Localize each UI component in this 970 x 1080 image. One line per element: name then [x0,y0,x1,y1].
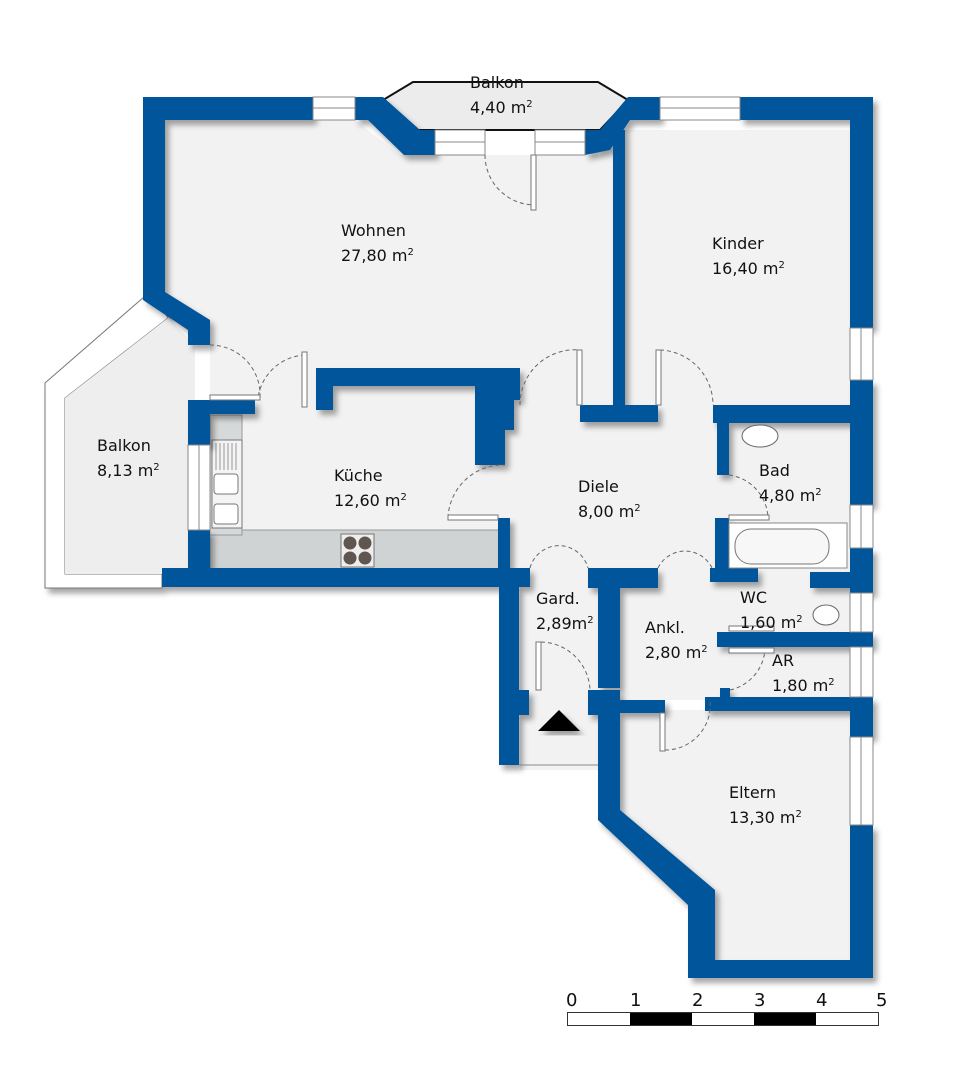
room-area: 4,80 m2 [759,486,822,505]
room-label-balkon-top: Balkon 4,40 m2 [470,72,533,119]
room-area: 2,80 m2 [645,643,708,662]
room-label-kueche: Küche 12,60 m2 [334,465,407,512]
scale-tick: 3 [754,990,766,1011]
room-name: Balkon [97,436,151,455]
washbasin-icon [741,424,779,448]
entrance-arrow-icon [519,710,598,766]
room-label-eltern: Eltern 13,30 m2 [729,782,802,829]
room-area: 2,89m2 [536,614,594,633]
room-label-ar: AR 1,80 m2 [772,650,835,697]
scale-segment [692,1013,754,1025]
room-label-wohnen: Wohnen 27,80 m2 [341,220,414,267]
hob-icon [340,533,375,568]
room-name: AR [772,651,795,670]
room-name: Diele [578,477,619,496]
room-area: 4,40 m2 [470,98,533,117]
room-area: 8,00 m2 [578,502,641,521]
room-area: 1,80 m2 [772,676,835,695]
room-label-gard: Gard. 2,89m2 [536,588,594,635]
scale-tick: 0 [566,990,578,1011]
toilet-icon [812,604,840,626]
room-area: 12,60 m2 [334,491,407,510]
scale-tick: 5 [876,990,888,1011]
room-label-balkon-left: Balkon 8,13 m2 [97,435,160,482]
room-name: WC [740,588,767,607]
room-area: 13,30 m2 [729,808,802,827]
scale-segment [630,1013,692,1025]
room-name: Eltern [729,783,777,802]
room-label-diele: Diele 8,00 m2 [578,476,641,523]
sink-icon [211,439,243,529]
room-label-kinder: Kinder 16,40 m2 [712,233,785,280]
room-label-ankl: Ankl. 2,80 m2 [645,617,708,664]
scale-bar-graphic [567,1012,879,1026]
door-leaves [209,154,775,752]
room-name: Kinder [712,234,764,253]
windows [187,96,874,826]
scale-tick: 1 [630,990,642,1011]
room-name: Ankl. [645,618,685,637]
scale-tick: 2 [692,990,704,1011]
bathtub-icon [728,522,848,569]
room-area: 1,60 m2 [740,613,803,632]
scale-segment [568,1013,630,1025]
room-name: Küche [334,466,383,485]
room-name: Bad [759,461,790,480]
room-label-wc: WC 1,60 m2 [740,587,803,634]
floor-areas [165,120,850,960]
room-name: Balkon [470,73,524,92]
scale-segment [754,1013,816,1025]
room-area: 16,40 m2 [712,259,785,278]
room-area: 8,13 m2 [97,461,160,480]
scale-segment [816,1013,878,1025]
doors [209,154,769,751]
room-label-bad: Bad 4,80 m2 [759,460,822,507]
room-area: 27,80 m2 [341,246,414,265]
walls [143,97,873,978]
room-name: Wohnen [341,221,406,240]
room-name: Gard. [536,589,580,608]
scale-tick: 4 [816,990,828,1011]
